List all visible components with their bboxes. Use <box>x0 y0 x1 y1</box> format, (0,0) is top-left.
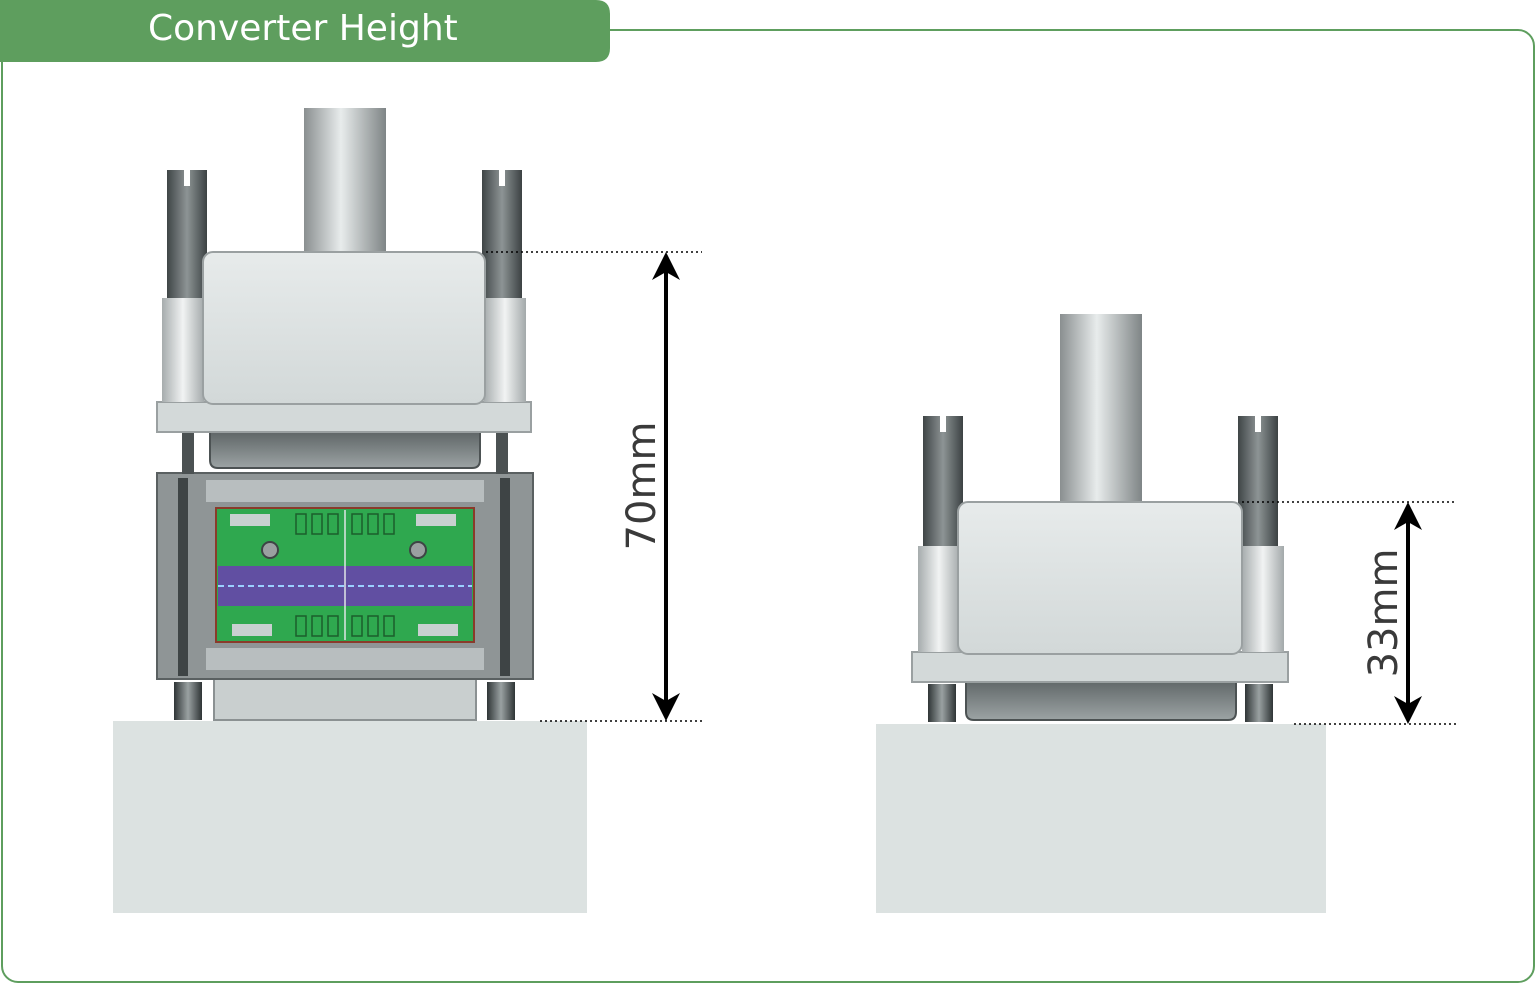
base-block-left <box>113 721 587 913</box>
nut-left-a <box>174 682 202 720</box>
bottom-connector-left <box>213 675 477 721</box>
connector-body-right <box>957 501 1243 655</box>
screw-slot-a <box>184 170 190 186</box>
arrow-head-up-icon <box>1394 502 1422 530</box>
pcb-pads-top <box>230 513 456 535</box>
page-title: Converter Height <box>148 8 458 49</box>
screw-sleeve-right-b <box>1242 546 1284 652</box>
dimension-70mm: 70mm <box>486 251 702 722</box>
right-assembly <box>876 314 1326 913</box>
connector-body-left <box>202 251 486 405</box>
flange-right <box>911 651 1289 683</box>
screw-sleeve-right-a <box>918 546 960 652</box>
screw-slot-c <box>940 416 946 432</box>
cable-cylinder-left <box>304 108 386 258</box>
pcb-screw-a <box>261 541 279 559</box>
thumbscrew-left-b <box>482 170 522 298</box>
dimension-label-70mm: 70mm <box>619 422 665 551</box>
left-assembly <box>113 108 587 913</box>
arrow-head-down-icon <box>652 693 680 721</box>
header-tab <box>0 0 610 62</box>
thumbscrew-right-b <box>1238 416 1278 546</box>
housing-top-lip <box>206 480 484 502</box>
base-block-right <box>876 724 1326 913</box>
pcb-screw-b <box>409 541 427 559</box>
pcb-pads-bottom <box>232 615 458 637</box>
screw-slot-d <box>1255 416 1261 432</box>
housing-bottom-lip <box>206 648 484 670</box>
nut-right-a <box>928 684 956 722</box>
arrow-head-down-icon <box>1394 696 1422 724</box>
connector-tray-left <box>209 431 481 469</box>
standoff-left-b <box>496 430 508 474</box>
housing-rod-b <box>500 478 510 676</box>
nut-right-b <box>1245 684 1273 722</box>
connector-tray-right <box>965 679 1237 721</box>
screw-slot-b <box>499 170 505 186</box>
flange-left <box>156 401 532 433</box>
arrow-head-up-icon <box>652 252 680 280</box>
screw-sleeve-left-a <box>162 298 204 402</box>
outer-frame <box>1 29 1535 983</box>
thumbscrew-right-a <box>923 416 963 546</box>
screw-sleeve-left-b <box>484 298 526 402</box>
cable-cylinder-right <box>1060 314 1142 506</box>
nut-left-b <box>487 682 515 720</box>
dimension-label-33mm: 33mm <box>1361 549 1407 678</box>
dimension-33mm: 33mm <box>1242 501 1456 725</box>
thumbscrew-left-a <box>167 170 207 298</box>
standoff-left-a <box>182 430 194 474</box>
housing-rod-a <box>178 478 188 676</box>
